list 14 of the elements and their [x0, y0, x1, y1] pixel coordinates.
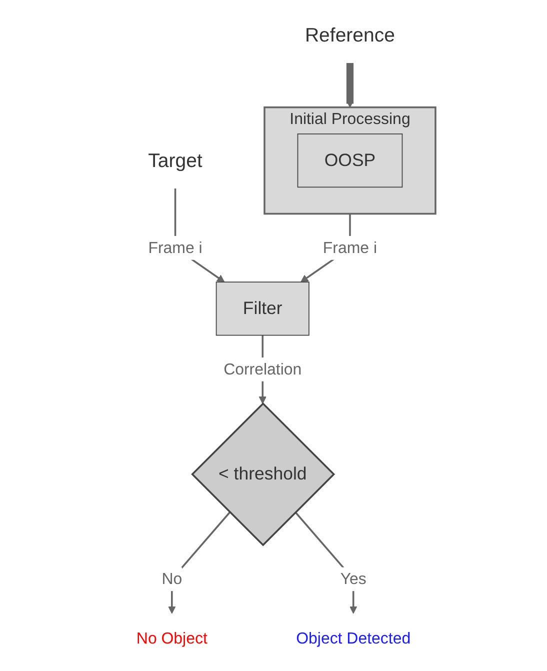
- node-text: No Object: [136, 629, 208, 648]
- edge-label: Correlation: [224, 360, 302, 378]
- node-text: Reference: [304, 24, 396, 46]
- arrow: [168, 512, 230, 614]
- node-text: Object Detected: [296, 629, 411, 648]
- node-box: Filter: [216, 282, 310, 336]
- edge-label: Frame i: [148, 238, 202, 256]
- node-box: OOSP: [297, 133, 403, 188]
- edge-label: No: [162, 570, 182, 588]
- edge-label: Frame i: [322, 238, 378, 256]
- node-text: Target: [148, 149, 202, 172]
- arrow: [346, 62, 354, 108]
- node-diamond: < threshold: [191, 402, 336, 546]
- edge-label: Yes: [340, 570, 366, 588]
